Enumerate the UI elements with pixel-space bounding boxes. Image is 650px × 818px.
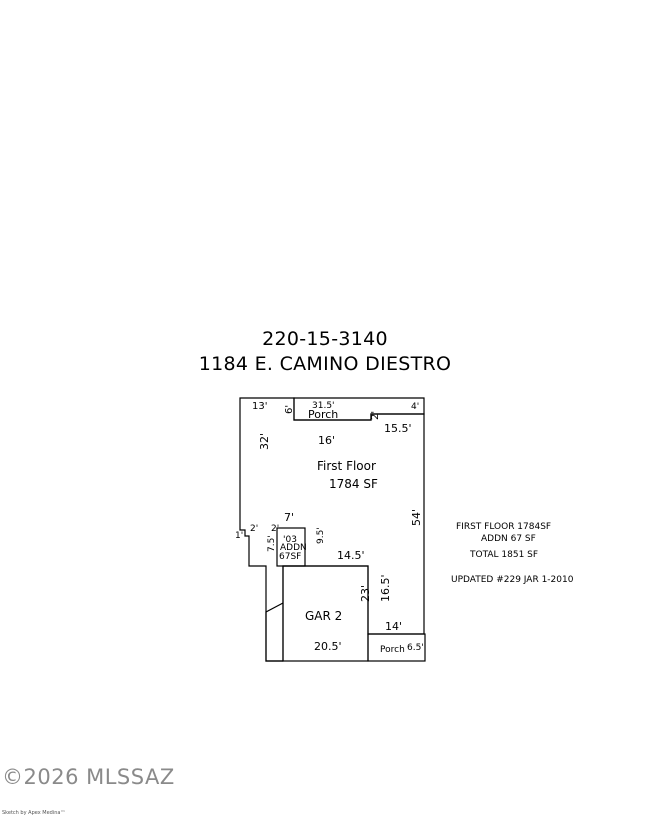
note-first-floor: FIRST FLOOR 1784SF <box>456 522 552 532</box>
dim-20-5: 20.5' <box>314 640 342 653</box>
first-floor-sf: 1784 SF <box>329 477 378 491</box>
dim-7: 7' <box>284 511 294 524</box>
garage-label: GAR 2 <box>305 609 342 623</box>
watermark: ©2026 MLSSAZ <box>2 765 175 789</box>
garage-outline <box>282 565 369 662</box>
dim-14: 14' <box>385 620 402 633</box>
sketch-credit: Sketch by Apex Medina™ <box>2 810 66 816</box>
dim-9-5: 9.5' <box>316 527 326 544</box>
note-updated: UPDATED #229 JAR 1-2010 <box>451 575 574 585</box>
dim-32: 32' <box>258 433 271 450</box>
porch-top-outline <box>293 397 425 421</box>
parcel-number: 220-15-3140 <box>262 328 388 350</box>
dim-6: 6' <box>284 405 295 414</box>
note-total: TOTAL 1851 SF <box>470 550 539 560</box>
garage-wing-outline <box>265 602 284 662</box>
dim-4: 4' <box>411 402 419 412</box>
dim-23: 23' <box>359 585 372 602</box>
note-addn: ADDN 67 SF <box>481 534 536 544</box>
first-floor-label: First Floor <box>317 459 376 473</box>
addn-sf: 67SF <box>279 552 301 562</box>
dim-54: 54' <box>410 509 423 526</box>
dim-2-top: 2' <box>370 411 381 420</box>
dim-31-5: 31.5' <box>312 401 335 411</box>
addn-label: ADDN <box>280 543 307 553</box>
dim-2-left: 2' <box>250 524 258 534</box>
porch-bottom-outline <box>367 633 426 662</box>
dim-13: 13' <box>252 401 267 412</box>
dim-2-addn: 2' <box>271 524 279 534</box>
dim-16: 16' <box>318 434 335 447</box>
dim-14-5: 14.5' <box>337 549 365 562</box>
dim-1: 1' <box>235 531 243 541</box>
porch-top-label: Porch <box>308 408 338 421</box>
property-address: 1184 E. CAMINO DIESTRO <box>198 353 452 375</box>
dim-16-5: 16.5' <box>379 574 392 602</box>
dim-7-5: 7.5' <box>267 535 277 552</box>
porch-bottom-label: Porch <box>380 645 405 655</box>
addn-year: '03 <box>283 535 297 545</box>
dim-15-5: 15.5' <box>384 422 412 435</box>
dim-6-5: 6.5' <box>407 643 424 653</box>
